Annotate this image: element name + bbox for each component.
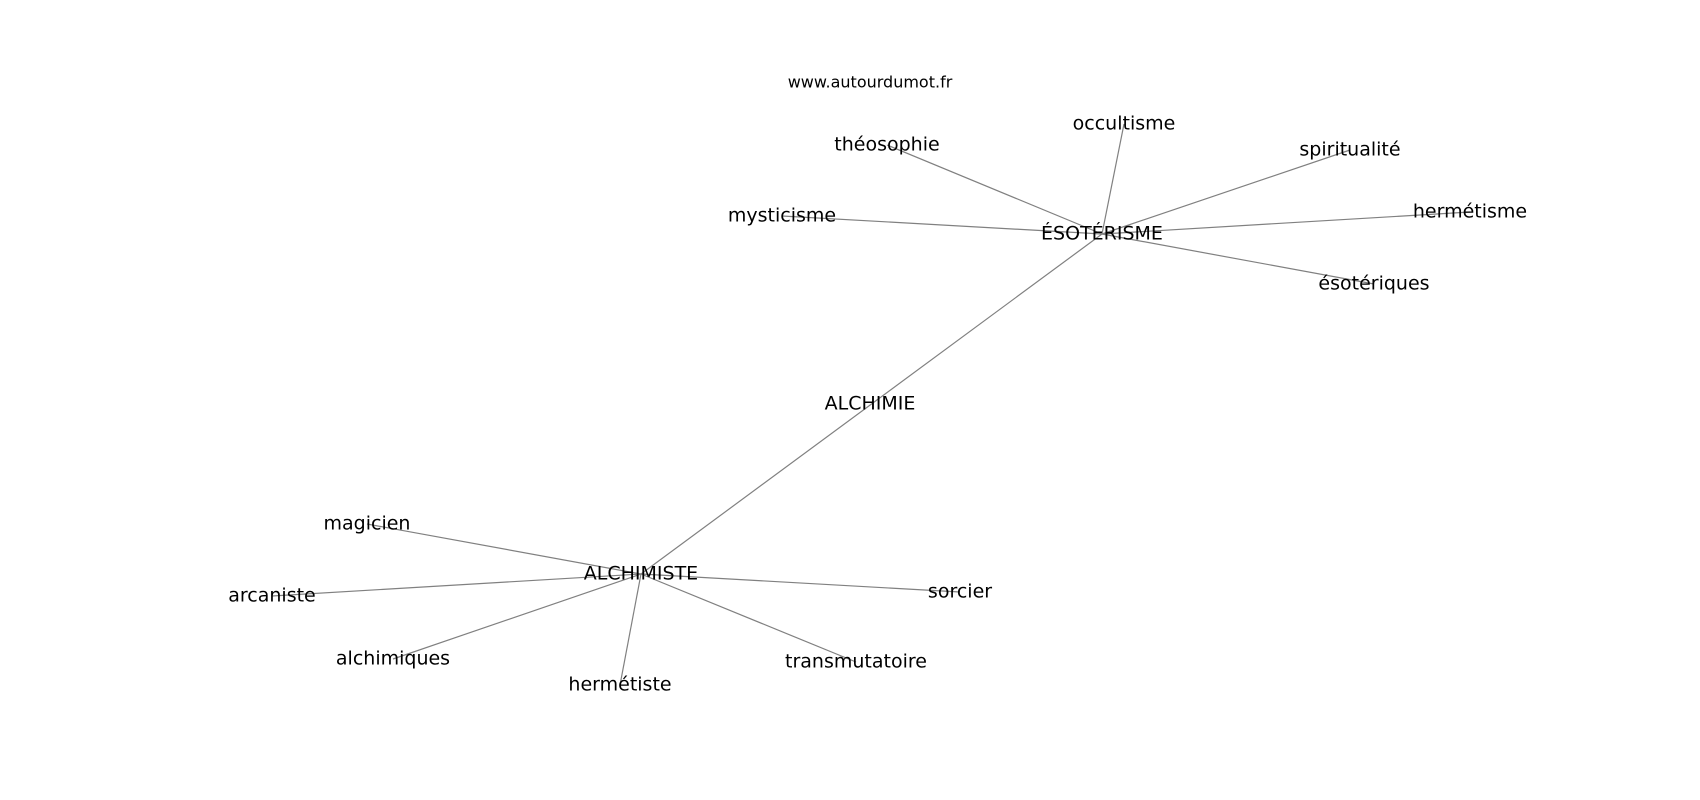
node-alchimie: ALCHIMIE: [825, 393, 916, 415]
node-theosophie: théosophie: [834, 134, 939, 156]
node-esoteriques: ésotériques: [1318, 273, 1429, 295]
node-alchimiques: alchimiques: [336, 648, 450, 670]
node-esoterisme: ÉSOTÉRISME: [1041, 222, 1163, 245]
edge-esoterisme-spiritualite: [1101, 149, 1351, 235]
node-hermetisme: hermétisme: [1413, 201, 1527, 223]
edge-alchimiste-alchimiques: [392, 573, 642, 660]
node-alchimiste: ALCHIMISTE: [584, 563, 698, 585]
edge-alchimiste-sorcier: [640, 573, 961, 593]
edge-alchimiste-hermetiste: [619, 573, 642, 686]
node-sorcier: sorcier: [928, 581, 992, 603]
node-arcaniste: arcaniste: [228, 585, 316, 607]
edge-alchimiste-transmutatoire: [640, 573, 857, 663]
edge-esoterisme-occultisme: [1101, 123, 1125, 235]
node-occultisme: occultisme: [1073, 113, 1176, 135]
node-mysticisme: mysticisme: [728, 205, 836, 227]
edge-esoterisme-mysticisme: [781, 215, 1103, 235]
node-spiritualite: spiritualité: [1299, 139, 1400, 161]
nodes: ALCHIMIE ÉSOTÉRISME ALCHIMISTE théosophie oc…: [228, 113, 1527, 696]
node-transmutatoire: transmutatoire: [785, 651, 927, 673]
source-label: www.autourdumot.fr: [788, 73, 953, 92]
edge-esoterisme-hermetisme: [1101, 211, 1471, 235]
edges: [271, 123, 1471, 686]
edge-alchimiste-magicien: [366, 523, 642, 575]
edge-esoterisme-theosophie: [886, 144, 1103, 235]
edge-alchimiste-arcaniste: [271, 573, 642, 597]
node-magicien: magicien: [324, 513, 411, 535]
edge-esoterisme-alchimiste: [640, 233, 1103, 575]
edge-esoterisme-esoteriques: [1101, 233, 1375, 285]
node-hermetiste: hermétiste: [568, 674, 671, 696]
